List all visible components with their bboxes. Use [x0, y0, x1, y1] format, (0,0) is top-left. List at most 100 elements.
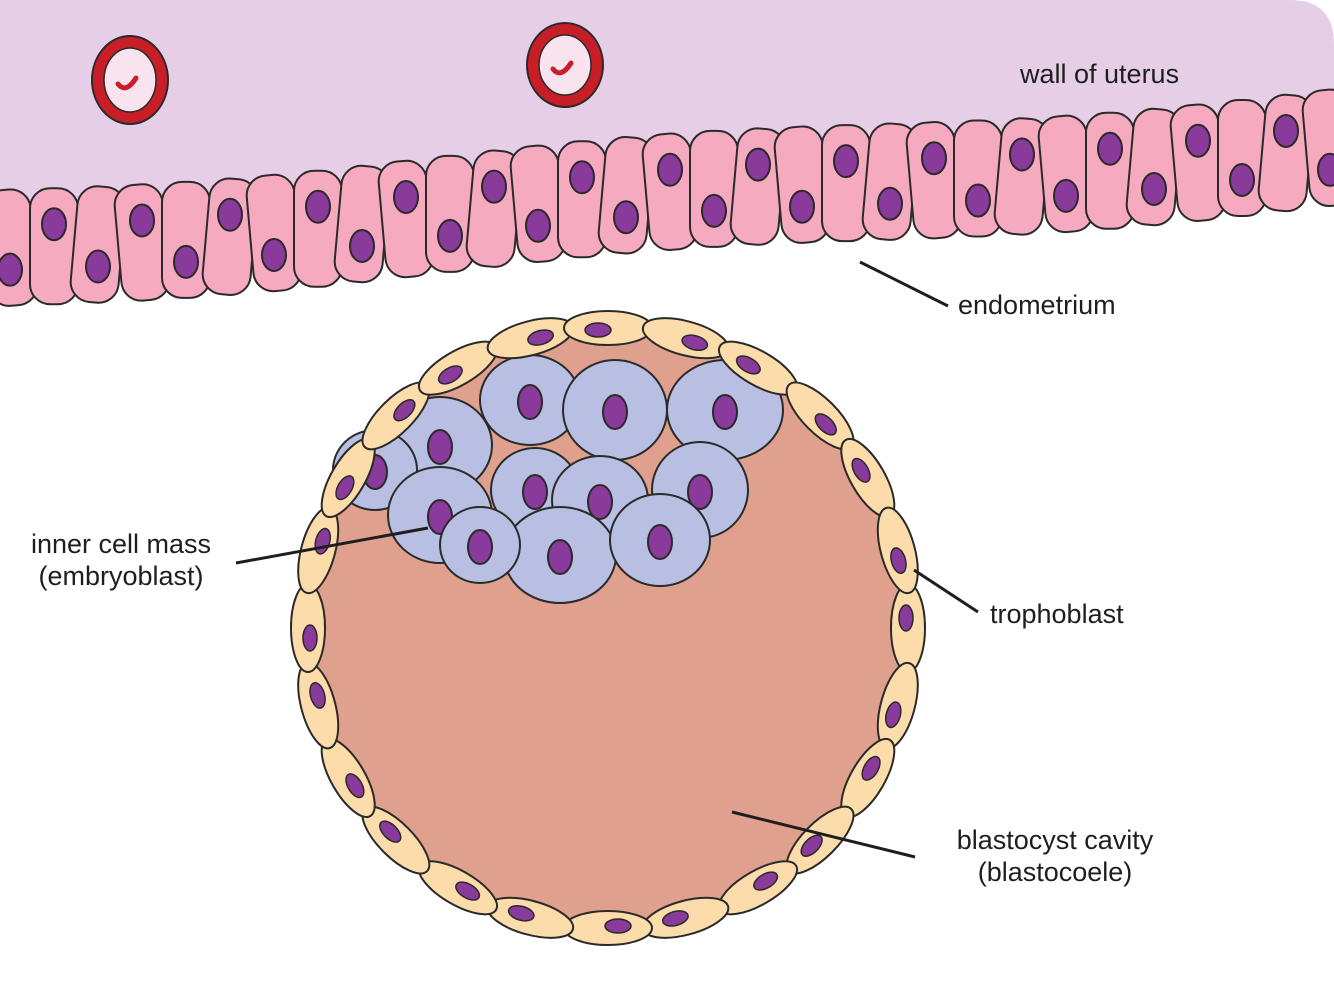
nucleus	[613, 200, 639, 235]
nucleus	[1185, 123, 1211, 158]
nucleus	[1009, 137, 1035, 172]
endometrium-cell	[1217, 99, 1267, 218]
nucleus	[604, 918, 632, 934]
endometrium-cell	[425, 154, 475, 273]
label-blastocyst-cavity-line1: blastocyst cavity	[956, 825, 1154, 855]
leader-inner-cell-mass	[235, 526, 429, 565]
nucleus	[309, 681, 326, 709]
nucleus	[647, 524, 673, 560]
uterus-wall	[0, 0, 1334, 230]
inner-cell-mass-cell	[439, 506, 521, 584]
nucleus	[1229, 163, 1255, 198]
nucleus	[393, 399, 416, 422]
nucleus	[217, 197, 243, 232]
nucleus	[507, 904, 535, 922]
nucleus	[814, 413, 837, 436]
endometrium-cell	[1037, 114, 1095, 234]
nucleus	[379, 820, 402, 843]
trophoblast-cell	[320, 437, 376, 519]
nucleus	[800, 834, 823, 857]
endometrium-cell	[641, 132, 699, 251]
trophoblast-layer	[290, 310, 926, 946]
endometrium-cell	[1301, 88, 1334, 208]
trophoblast-cell	[717, 860, 799, 916]
blood-vessel	[91, 35, 169, 125]
inner-cell-mass-cell	[562, 359, 668, 461]
inner-cell-mass-cell	[609, 493, 711, 587]
endometrium-cell	[29, 187, 79, 306]
endometrium-cell	[1125, 107, 1183, 227]
nucleus	[437, 365, 463, 385]
endometrium-cell	[953, 119, 1003, 238]
nucleus	[85, 249, 111, 284]
endometrium-cell	[861, 122, 919, 241]
endometrium-cell	[1169, 103, 1227, 222]
nucleus	[602, 394, 628, 430]
nucleus	[522, 474, 548, 510]
trophoblast-cell	[563, 910, 653, 946]
nucleus	[661, 910, 689, 927]
nucleus	[455, 881, 481, 901]
trophoblast-cell	[876, 661, 919, 750]
trophoblast-cell	[840, 437, 896, 519]
endometrium-cell	[993, 117, 1051, 236]
nucleus	[861, 755, 881, 781]
nucleus	[261, 238, 287, 273]
leader-blastocyst-cavity	[731, 810, 916, 859]
nucleus	[517, 384, 543, 420]
nucleus	[129, 203, 155, 238]
endometrium-layer	[0, 88, 1334, 307]
nucleus	[657, 152, 683, 187]
trophoblast-cell	[486, 317, 575, 360]
label-inner-cell-mass-line2: (embryoblast)	[38, 561, 204, 592]
endometrium-cell	[201, 177, 259, 296]
trophoblast-cell	[876, 506, 919, 595]
nucleus	[584, 322, 612, 338]
trophoblast-cell	[361, 805, 431, 875]
endometrium-cell	[821, 124, 871, 243]
nucleus	[173, 244, 199, 279]
nucleus	[1097, 131, 1123, 166]
nucleus	[569, 160, 595, 195]
endometrium-cell	[293, 169, 343, 288]
nucleus	[527, 329, 555, 346]
label-endometrium: endometrium	[958, 290, 1116, 320]
nucleus	[335, 475, 355, 501]
label-inner-cell-mass-line1: inner cell mass	[30, 529, 212, 559]
nucleus	[547, 539, 573, 575]
nucleus	[877, 186, 903, 221]
nucleus	[393, 179, 419, 214]
endometrium-cell	[69, 185, 127, 304]
nucleus	[467, 529, 493, 565]
nucleus	[305, 189, 331, 224]
label-blastocyst-cavity-line2: (blastocoele)	[977, 857, 1133, 888]
label-blastocyst-cavity: blastocyst cavity (blastocoele)	[930, 824, 1180, 889]
trophoblast-cell	[641, 317, 730, 360]
nucleus	[437, 218, 463, 253]
nucleus	[1053, 178, 1079, 213]
inner-cell-mass-cell	[503, 506, 617, 604]
nucleus	[481, 169, 507, 204]
nucleus	[1273, 113, 1299, 148]
endometrium-cell	[1085, 111, 1135, 230]
label-wall-of-uterus: wall of uterus	[1020, 59, 1180, 89]
trophoblast-cell	[563, 310, 653, 346]
endometrium-cell	[597, 136, 655, 255]
trophoblast-cell	[890, 583, 926, 673]
endometrium-cell	[729, 127, 787, 246]
nucleus	[851, 457, 871, 483]
nucleus	[833, 144, 859, 179]
endometrium-cell	[465, 149, 523, 268]
nucleus	[745, 147, 771, 182]
leader-trophoblast	[913, 568, 979, 614]
leader-lines	[235, 260, 979, 859]
endometrium-cell	[773, 125, 831, 244]
nucleus	[681, 334, 709, 352]
nucleus	[0, 252, 23, 287]
nucleus	[965, 183, 991, 218]
nucleus	[753, 871, 779, 891]
endometrium-cell	[557, 140, 607, 259]
nucleus	[587, 484, 613, 520]
